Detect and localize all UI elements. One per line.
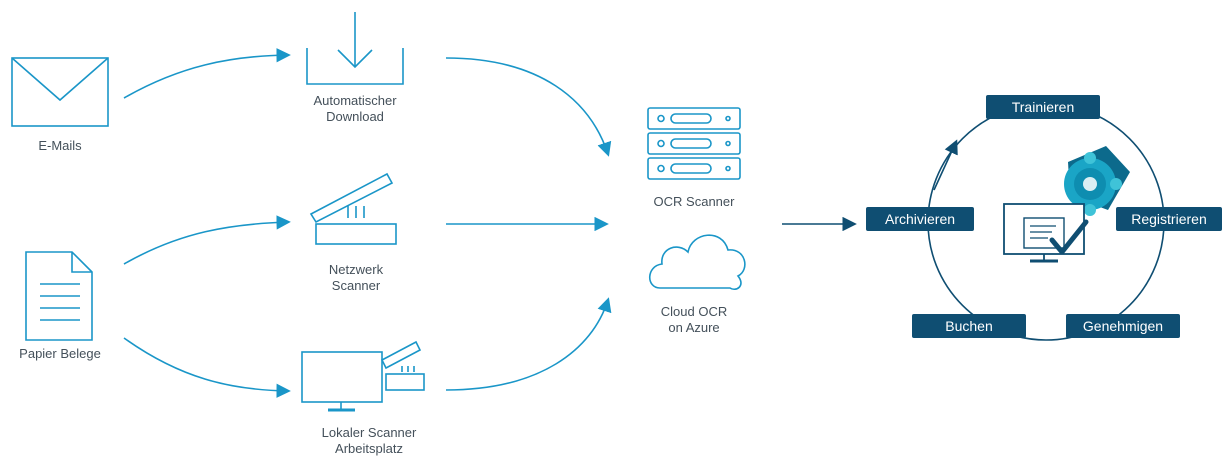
- download-label-line2: Download: [326, 109, 384, 124]
- step-genehmigen: Genehmigen: [1066, 314, 1180, 338]
- cloud-ocr-label-line1: Cloud OCR: [660, 304, 728, 319]
- step-trainieren: Trainieren: [986, 95, 1100, 119]
- network-scanner-label-line1: Netzwerk: [328, 262, 384, 277]
- ocr-scanner-label: OCR Scanner: [653, 194, 735, 209]
- business-central-logo-icon: [1064, 146, 1130, 216]
- envelope-icon: [11, 57, 109, 127]
- paper-source-label: Papier Belege: [19, 346, 101, 361]
- step-archivieren: Archivieren: [866, 207, 974, 231]
- local-scanner-label-line1: Lokaler Scanner: [321, 425, 417, 440]
- flatbed-scanner-icon: [309, 172, 397, 245]
- document-icon: [25, 251, 93, 341]
- monitor-scanner-icon: [301, 340, 425, 412]
- flow-arrows: [123, 48, 857, 398]
- local-scanner-label-line2: Arbeitsplatz: [335, 441, 403, 456]
- cloud-ocr-label-line2: on Azure: [668, 320, 720, 335]
- email-source-label: E-Mails: [38, 138, 82, 153]
- cloud-icon: [648, 234, 746, 291]
- download-tray-icon: [306, 12, 404, 85]
- step-buchen: Buchen: [912, 314, 1026, 338]
- network-scanner-label-line2: Scanner: [331, 278, 381, 293]
- server-rack-icon: [647, 107, 741, 180]
- download-label-line1: Automatischer: [313, 93, 397, 108]
- monitor-checkmark-icon: [1003, 203, 1089, 263]
- step-registrieren: Registrieren: [1116, 207, 1222, 231]
